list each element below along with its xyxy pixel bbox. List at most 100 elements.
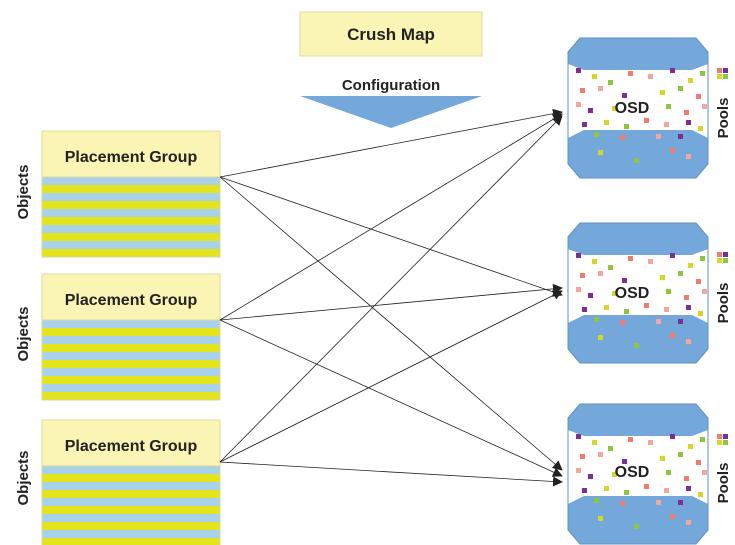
pool-object-dot (664, 122, 669, 127)
object-stripe (42, 193, 220, 201)
configuration-label: Configuration (342, 77, 440, 94)
pool-object-dot (634, 524, 639, 529)
object-stripe (42, 185, 220, 193)
osd-drum (567, 222, 709, 364)
mapping-arrow (219, 176, 563, 297)
pool-object-dot (678, 271, 683, 276)
pool-swatch (723, 74, 728, 79)
pool-object-dot (594, 498, 599, 503)
osd-label: OSD (615, 100, 650, 117)
pool-object-dot (612, 291, 617, 296)
mapping-arrows (219, 108, 563, 487)
object-stripe (42, 514, 220, 522)
pool-object-dot (598, 452, 603, 457)
pool-swatch (723, 434, 728, 439)
pool-object-dot (700, 437, 705, 442)
crush-map-box (299, 11, 483, 57)
pool-object-dot (670, 514, 675, 519)
pool-object-dot (660, 456, 665, 461)
object-stripe (42, 376, 220, 384)
pool-object-dot (628, 256, 633, 261)
object-stripe (42, 320, 220, 328)
pool-object-dot (582, 488, 587, 493)
pool-swatch (717, 74, 722, 79)
pool-swatch (723, 68, 728, 73)
pool-object-dot (684, 110, 689, 115)
pool-object-dot (576, 287, 581, 292)
osd-bottom (568, 496, 708, 544)
osd-top (568, 38, 708, 70)
object-stripe (42, 217, 220, 225)
pool-object-dot (588, 474, 593, 479)
osd-2: OSD Pools (567, 222, 732, 364)
pool-object-dot (670, 333, 675, 338)
pool-object-dot (698, 311, 703, 316)
pool-object-dot (592, 440, 597, 445)
placement-group-label: Placement Group (65, 438, 198, 455)
pool-object-dot (698, 126, 703, 131)
pool-object-dot (628, 71, 633, 76)
pool-object-dot (576, 434, 581, 439)
pool-object-dot (582, 307, 587, 312)
pool-object-dot (660, 275, 665, 280)
osd-label: OSD (615, 464, 650, 481)
pool-object-dot (670, 68, 675, 73)
osd-drum (567, 403, 709, 545)
object-stripe (42, 241, 220, 249)
object-stripe (42, 384, 220, 392)
pool-object-dot (656, 500, 661, 505)
pool-object-dot (588, 108, 593, 113)
pool-object-dot (686, 120, 691, 125)
pool-object-dot (648, 440, 653, 445)
object-stripe (42, 201, 220, 209)
pool-object-dot (648, 74, 653, 79)
object-stripe (42, 490, 220, 498)
pool-object-dot (608, 265, 613, 270)
pool-object-dot (666, 104, 671, 109)
pool-object-dot (580, 273, 585, 278)
object-stripes (41, 319, 221, 401)
mapping-arrow (219, 113, 563, 321)
pool-swatch (723, 258, 728, 263)
pools-label: Pools (715, 463, 732, 504)
stripes-border (41, 176, 221, 258)
pool-object-dot (686, 305, 691, 310)
pool-object-dot (594, 317, 599, 322)
pool-object-dot (684, 476, 689, 481)
osd-top (568, 223, 708, 255)
pool-object-dot (576, 468, 581, 473)
pool-object-dot (576, 102, 581, 107)
pool-object-dot (604, 486, 609, 491)
pool-object-dot (598, 86, 603, 91)
mapping-arrow (219, 115, 563, 463)
pool-object-dot (644, 303, 649, 308)
pool-object-dot (686, 339, 691, 344)
pool-object-dot (620, 501, 625, 506)
pool-object-dot (666, 289, 671, 294)
pool-object-dot (592, 259, 597, 264)
pool-object-dot (656, 319, 661, 324)
pool-object-dot (620, 320, 625, 325)
placement-group-2: Placement Group Objects (15, 273, 221, 401)
pool-object-dot (608, 80, 613, 85)
objects-label: Objects (15, 164, 32, 219)
pool-object-dot (670, 253, 675, 258)
object-stripe (42, 474, 220, 482)
pool-object-dot (686, 520, 691, 525)
pool-swatch (717, 252, 722, 257)
osd-outline (567, 37, 709, 179)
pool-object-dot (678, 134, 683, 139)
pool-object-dot (634, 343, 639, 348)
osd-drum (567, 37, 709, 179)
pool-object-dot (598, 335, 603, 340)
pool-object-dot (620, 135, 625, 140)
pool-object-dot (664, 307, 669, 312)
pool-object-dot (702, 104, 707, 109)
osd-label: OSD (615, 285, 650, 302)
placement-group-label: Placement Group (65, 292, 198, 309)
crush-map: Crush Map Configuration (299, 11, 483, 128)
pool-object-dot (594, 132, 599, 137)
object-stripe (42, 249, 220, 257)
object-stripes (41, 465, 221, 545)
object-stripe (42, 466, 220, 474)
